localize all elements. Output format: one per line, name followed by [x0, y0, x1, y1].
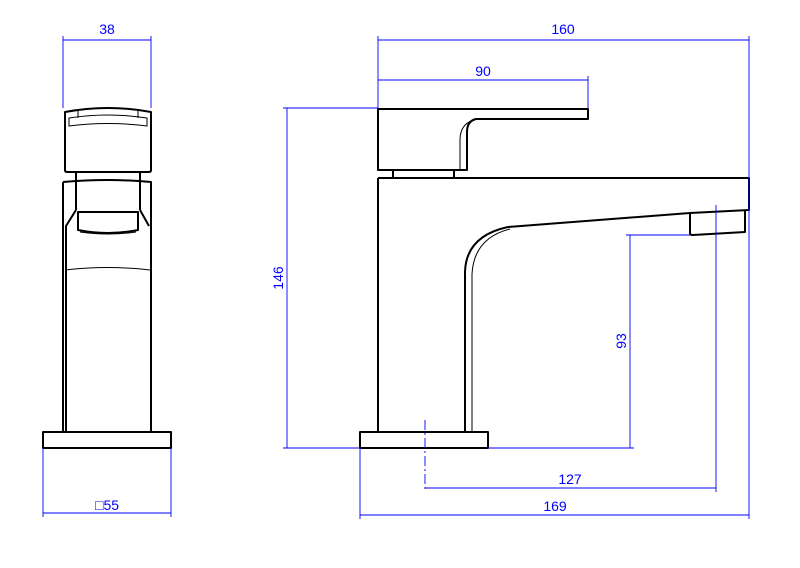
side-handle — [377, 108, 589, 171]
side-spout — [377, 177, 750, 432]
side-spout-inner — [471, 228, 511, 432]
dim-93-line — [488, 234, 690, 449]
side-handle-inner — [459, 119, 475, 170]
dim-160-label: 160 — [551, 21, 575, 37]
front-body — [62, 179, 152, 432]
dim-146-line — [283, 107, 378, 449]
dim-127-label: 127 — [558, 471, 582, 487]
front-handle — [64, 107, 152, 173]
front-neck — [75, 172, 141, 210]
front-handle-cap — [68, 110, 148, 127]
front-spout — [65, 209, 150, 432]
dim-55-line — [42, 448, 172, 517]
dim-169-line — [359, 178, 750, 519]
front-view: 38 □55 — [42, 21, 172, 517]
side-base — [359, 431, 489, 449]
dim-93-label: 93 — [613, 333, 629, 349]
side-view: 160 90 146 93 127 169 — [270, 21, 750, 519]
front-aerator — [79, 231, 137, 235]
dim-146-label: 146 — [270, 266, 286, 290]
dim-38-label: 38 — [99, 21, 115, 37]
dim-55-label: □55 — [95, 497, 119, 513]
front-body-line — [64, 267, 151, 271]
side-aerator — [689, 211, 746, 236]
dim-160-line — [377, 36, 750, 178]
dim-38-line — [62, 36, 152, 108]
dim-169-label: 169 — [543, 498, 567, 514]
dim-127-line — [425, 205, 717, 492]
dim-90-label: 90 — [475, 63, 491, 79]
front-base — [42, 431, 172, 449]
side-neck — [392, 170, 455, 178]
dim-90-line — [378, 76, 589, 108]
